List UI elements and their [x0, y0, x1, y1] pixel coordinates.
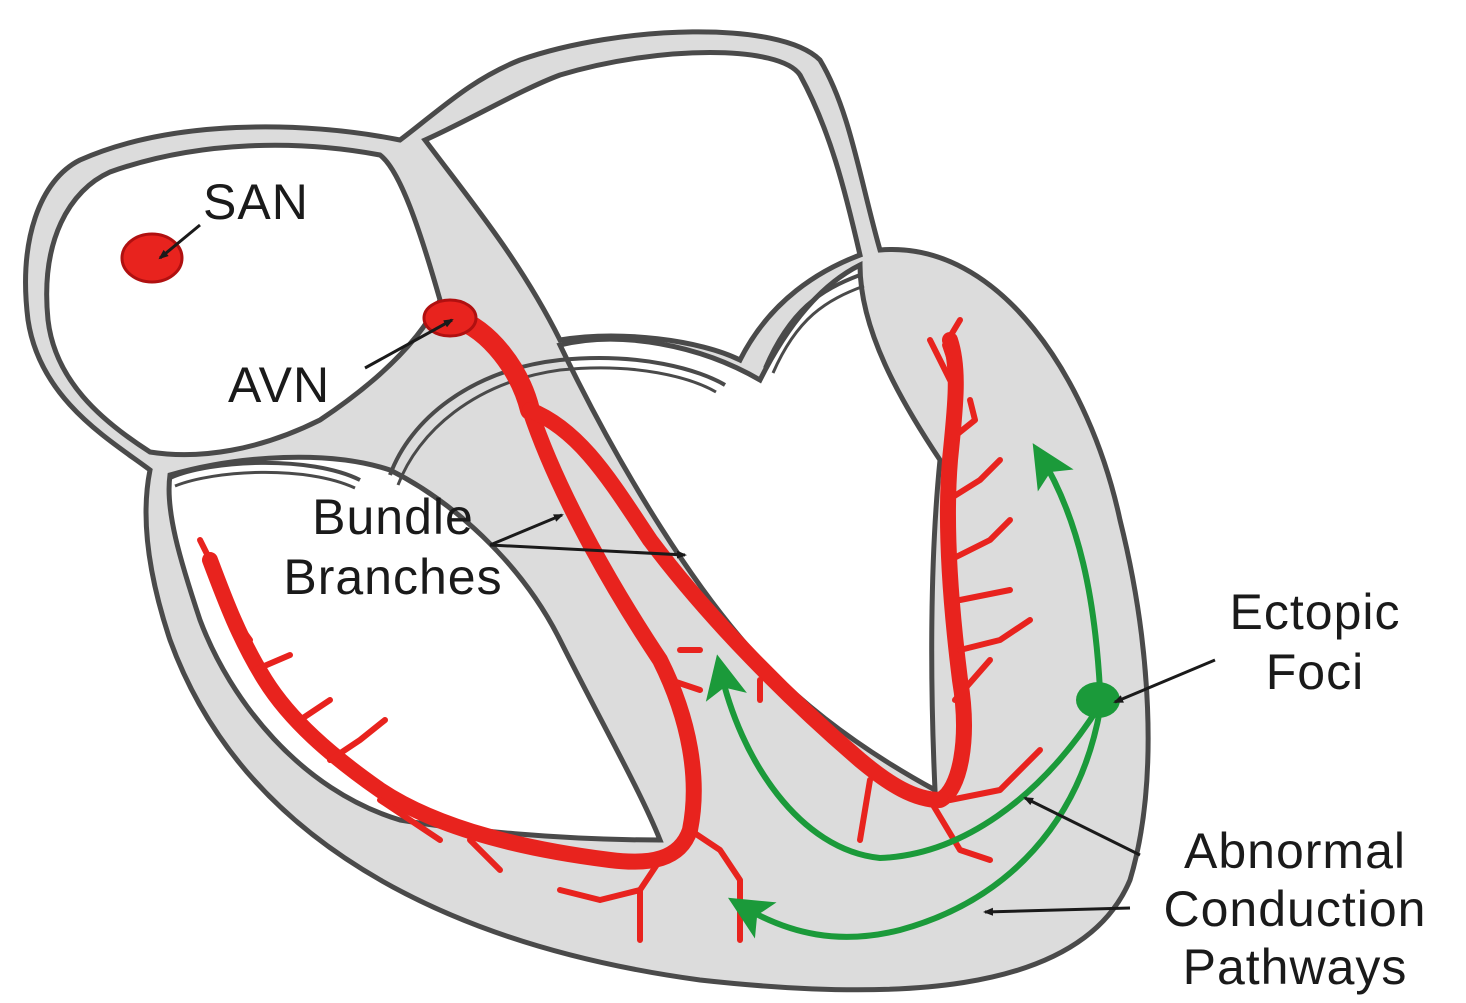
label-abnormal-pathways-line2: Conduction: [1125, 880, 1465, 938]
label-bundle-branches-line2: Branches: [248, 547, 538, 607]
label-abnormal-pathways-line3: Pathways: [1125, 938, 1465, 996]
label-ectopic-foci-line1: Ectopic: [1190, 582, 1440, 642]
label-san: SAN: [203, 172, 309, 232]
ectopic-focus: [1076, 682, 1120, 718]
san-node: [122, 234, 182, 282]
label-abnormal-pathways-line1: Abnormal: [1125, 822, 1465, 880]
label-bundle-branches: Bundle Branches: [248, 487, 538, 607]
label-avn: AVN: [228, 355, 330, 415]
label-abnormal-pathways: Abnormal Conduction Pathways: [1125, 822, 1465, 996]
label-ectopic-foci-line2: Foci: [1190, 642, 1440, 702]
label-bundle-branches-line1: Bundle: [248, 487, 538, 547]
label-ectopic-foci: Ectopic Foci: [1190, 582, 1440, 702]
